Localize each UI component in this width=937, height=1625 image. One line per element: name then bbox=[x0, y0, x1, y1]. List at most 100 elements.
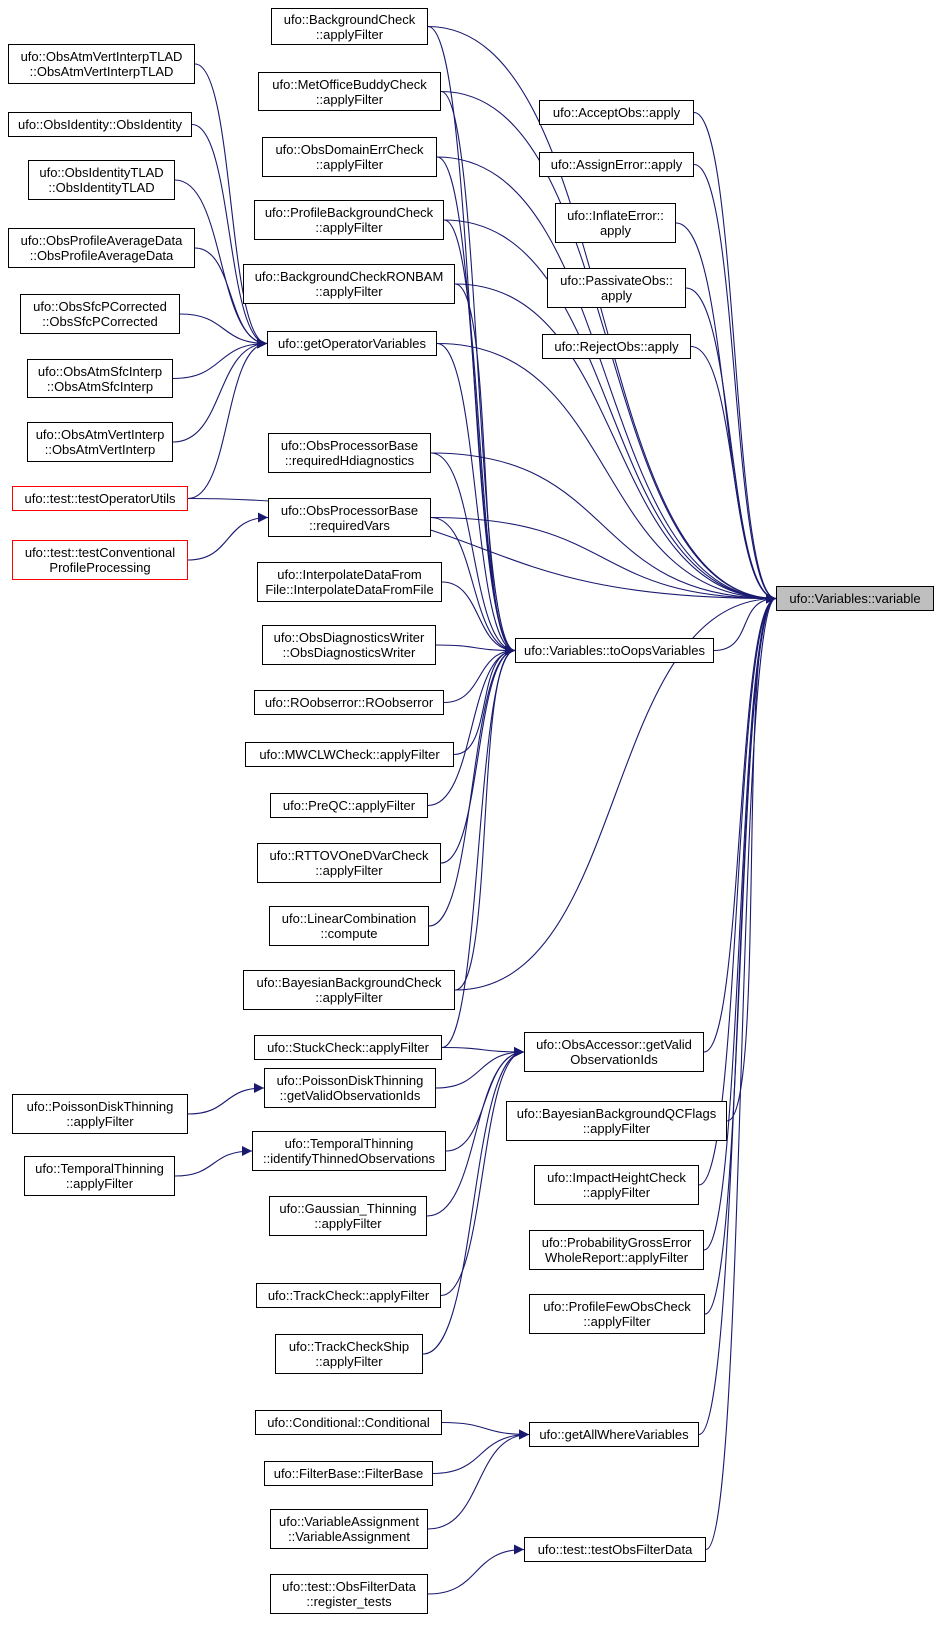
node-impactH[interactable]: ufo::ImpactHeightCheck::applyFilter bbox=[534, 1165, 699, 1205]
node-roobs[interactable]: ufo::ROobserror::ROobserror bbox=[254, 690, 444, 715]
node-bgCheck[interactable]: ufo::BackgroundCheck::applyFilter bbox=[271, 8, 428, 45]
node-label-line: ::ObsAtmVertInterp bbox=[44, 442, 156, 457]
node-label-line: ufo::ObsProcessorBase bbox=[280, 502, 419, 518]
node-atmVertTLAD[interactable]: ufo::ObsAtmVertInterpTLAD::ObsAtmVertInt… bbox=[8, 44, 195, 84]
edge-inflateErr-to-target bbox=[675, 222, 777, 604]
node-rejectObs[interactable]: ufo::RejectObs::apply bbox=[542, 334, 691, 359]
node-label-line: ufo::TrackCheck::applyFilter bbox=[267, 1288, 430, 1303]
node-reqHdiag[interactable]: ufo::ObsProcessorBase::requiredHdiagnost… bbox=[268, 433, 431, 473]
node-label-line: File::InterpolateDataFromFile bbox=[265, 582, 434, 597]
node-diagWriter[interactable]: ufo::ObsDiagnosticsWriter::ObsDiagnostic… bbox=[262, 625, 436, 665]
node-bayesQC[interactable]: ufo::BayesianBackgroundQCFlags::applyFil… bbox=[506, 1101, 727, 1141]
node-label-line: ProfileProcessing bbox=[49, 560, 151, 575]
node-mwclw[interactable]: ufo::MWCLWCheck::applyFilter bbox=[245, 742, 454, 767]
node-stuck[interactable]: ufo::StuckCheck::applyFilter bbox=[254, 1035, 442, 1060]
node-getAll[interactable]: ufo::getAllWhereVariables bbox=[529, 1422, 699, 1447]
node-atmSfc[interactable]: ufo::ObsAtmSfcInterp::ObsAtmSfcInterp bbox=[27, 359, 173, 398]
node-acceptObs[interactable]: ufo::AcceptObs::apply bbox=[539, 100, 694, 125]
node-profBg[interactable]: ufo::ProfileBackgroundCheck::applyFilter bbox=[254, 200, 444, 240]
edge-conditional-to-getAll bbox=[441, 1421, 530, 1440]
node-temporalApply[interactable]: ufo::TemporalThinning::applyFilter bbox=[24, 1156, 175, 1196]
edge-bgRonbam-to-target bbox=[454, 283, 777, 604]
node-label-line: ufo::PoissonDiskThinning bbox=[26, 1099, 174, 1114]
node-label-line: ufo::TemporalThinning bbox=[35, 1161, 164, 1176]
node-varAssign[interactable]: ufo::VariableAssignment::VariableAssignm… bbox=[270, 1509, 428, 1549]
edge-bayesBg-to-target bbox=[454, 593, 777, 991]
node-regTests[interactable]: ufo::test::ObsFilterData::register_tests bbox=[270, 1574, 428, 1614]
node-label-line: ufo::ObsIdentity::ObsIdentity bbox=[17, 117, 183, 132]
node-label-line: ufo::Variables::variable bbox=[789, 591, 921, 606]
node-label-line: ::applyFilter bbox=[315, 863, 383, 878]
node-filterBase[interactable]: ufo::FilterBase::FilterBase bbox=[264, 1461, 433, 1486]
node-testOFD[interactable]: ufo::test::testObsFilterData bbox=[524, 1537, 706, 1562]
node-gaussian[interactable]: ufo::Gaussian_Thinning::applyFilter bbox=[269, 1196, 427, 1236]
node-label-line: ufo::AcceptObs::apply bbox=[552, 105, 681, 120]
node-temporalId[interactable]: ufo::TemporalThinning::identifyThinnedOb… bbox=[252, 1131, 446, 1171]
node-track[interactable]: ufo::TrackCheck::applyFilter bbox=[256, 1283, 441, 1308]
node-toOops[interactable]: ufo::Variables::toOopsVariables bbox=[515, 638, 714, 663]
node-label-line: ufo::Conditional::Conditional bbox=[267, 1415, 430, 1430]
node-identity[interactable]: ufo::ObsIdentity::ObsIdentity bbox=[8, 112, 192, 137]
node-label-line: ufo::RTTOVOneDVarCheck bbox=[269, 848, 429, 863]
node-label-line: ::ObsAtmVertInterpTLAD bbox=[29, 64, 174, 79]
node-trackShip[interactable]: ufo::TrackCheckShip::applyFilter bbox=[275, 1334, 423, 1374]
edge-temporalApply-to-temporalId bbox=[174, 1146, 253, 1177]
node-getOp[interactable]: ufo::getOperatorVariables bbox=[267, 331, 437, 356]
node-label-line: ::applyFilter bbox=[315, 26, 384, 42]
node-label-line: ufo::RejectObs::apply bbox=[554, 339, 679, 354]
node-label-line: ufo::BayesianBackgroundQCFlags bbox=[516, 1106, 717, 1121]
edge-impactH-to-target bbox=[698, 593, 777, 1186]
node-label-line: ::applyFilter bbox=[315, 157, 384, 172]
node-atmVert[interactable]: ufo::ObsAtmVertInterp::ObsAtmVertInterp bbox=[27, 422, 173, 462]
node-label-line: ufo::VariableAssignment bbox=[279, 1514, 419, 1529]
node-label-line: apply bbox=[600, 288, 633, 303]
node-inflateErr[interactable]: ufo::InflateError::apply bbox=[555, 203, 676, 243]
node-bayesBg[interactable]: ufo::BayesianBackgroundCheck::applyFilte… bbox=[243, 970, 455, 1010]
node-label-line: ufo::test::testOperatorUtils bbox=[24, 491, 176, 506]
node-domainErr[interactable]: ufo::ObsDomainErrCheck::applyFilter bbox=[262, 137, 437, 177]
edge-diagWriter-to-toOops bbox=[435, 644, 516, 656]
node-passivate[interactable]: ufo::PassivateObs::apply bbox=[547, 268, 686, 308]
node-identityTLAD[interactable]: ufo::ObsIdentityTLAD::ObsIdentityTLAD bbox=[28, 160, 175, 200]
node-bgRonbam[interactable]: ufo::BackgroundCheckRONBAM::applyFilter bbox=[243, 264, 455, 304]
node-testOpUtils[interactable]: ufo::test::testOperatorUtils bbox=[12, 486, 188, 511]
edge-mwclw-to-toOops bbox=[453, 645, 516, 756]
node-label-line: ObservationIds bbox=[570, 1052, 658, 1067]
edge-metOffice-to-toOops bbox=[440, 90, 516, 656]
node-preqc[interactable]: ufo::PreQC::applyFilter bbox=[270, 793, 428, 818]
node-label-line: ufo::getAllWhereVariables bbox=[539, 1427, 689, 1442]
node-label-line: ::applyFilter bbox=[315, 990, 383, 1005]
node-label-line: ufo::TrackCheckShip bbox=[288, 1339, 410, 1354]
edge-reqHdiag-to-toOops bbox=[430, 452, 516, 656]
edge-poissonApply-to-poissonGet bbox=[187, 1083, 265, 1115]
edge-atmVert-to-getOp bbox=[172, 338, 268, 443]
node-profFew[interactable]: ufo::ProfileFewObsCheck::applyFilter bbox=[529, 1294, 705, 1334]
node-label-line: ufo::ObsIdentityTLAD bbox=[39, 165, 164, 180]
node-sfcPCorr[interactable]: ufo::ObsSfcPCorrected::ObsSfcPCorrected bbox=[20, 294, 180, 334]
node-rttov[interactable]: ufo::RTTOVOneDVarCheck::applyFilter bbox=[257, 843, 441, 883]
edge-getOp-to-toOops bbox=[436, 342, 516, 656]
node-label-line: ::applyFilter bbox=[314, 1216, 382, 1231]
node-reqVars[interactable]: ufo::ObsProcessorBase::requiredVars bbox=[268, 498, 431, 537]
node-metOffice[interactable]: ufo::MetOfficeBuddyCheck::applyFilter bbox=[258, 72, 441, 111]
node-label-line: ::ObsSfcPCorrected bbox=[42, 314, 158, 329]
node-poissonGet[interactable]: ufo::PoissonDiskThinning::getValidObserv… bbox=[264, 1068, 436, 1108]
node-label-line: ufo::ProfileFewObsCheck bbox=[543, 1299, 691, 1314]
node-poissonApply[interactable]: ufo::PoissonDiskThinning::applyFilter bbox=[12, 1094, 188, 1134]
node-label-line: ufo::ObsProfileAverageData bbox=[20, 233, 183, 248]
node-label-line: ::applyFilter bbox=[582, 1121, 651, 1136]
node-linComb[interactable]: ufo::LinearCombination::compute bbox=[269, 906, 429, 946]
node-assignErr[interactable]: ufo::AssignError::apply bbox=[539, 152, 694, 177]
edge-assignErr-to-target bbox=[693, 163, 777, 604]
edge-profFew-to-target bbox=[704, 593, 777, 1315]
node-target[interactable]: ufo::Variables::variable bbox=[776, 586, 934, 611]
node-label-line: ::applyFilter bbox=[315, 284, 383, 299]
edge-sfcPCorr-to-getOp bbox=[179, 313, 268, 349]
edge-stuck-to-obsAcc bbox=[441, 1046, 525, 1057]
node-conditional[interactable]: ufo::Conditional::Conditional bbox=[255, 1410, 442, 1435]
node-profAvg[interactable]: ufo::ObsProfileAverageData::ObsProfileAv… bbox=[8, 228, 195, 268]
